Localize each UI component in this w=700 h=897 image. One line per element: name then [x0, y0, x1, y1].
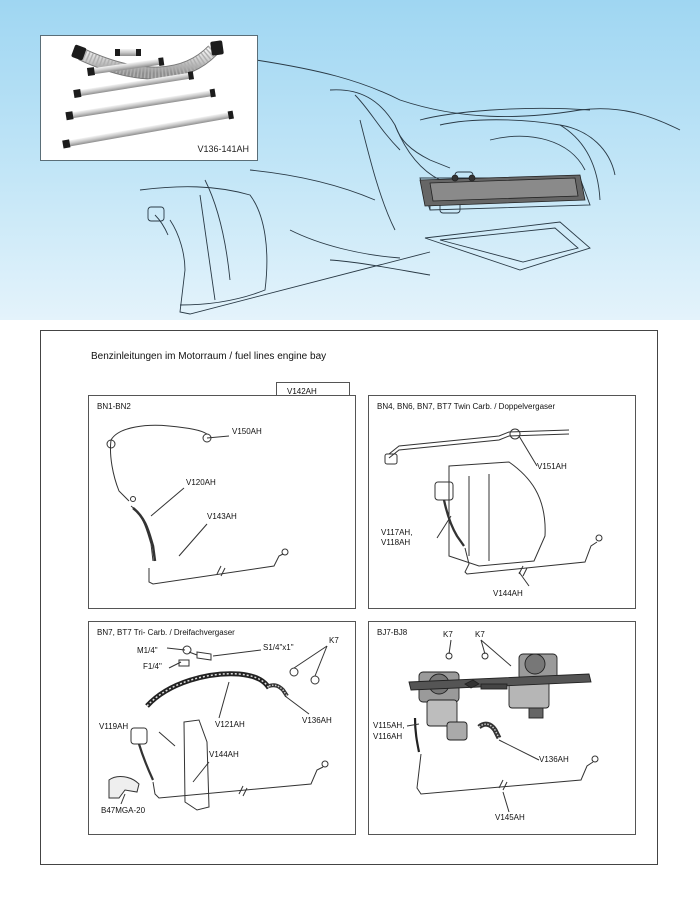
part-label-v120ah: V120AH — [186, 478, 216, 487]
part-label-m1-4: M1/4" — [137, 646, 158, 655]
fuel-lines-frame: Benzinleitungen im Motorraum / fuel line… — [40, 330, 658, 865]
part-label-v151ah: V151AH — [537, 462, 567, 471]
part-label-k7-right: K7 — [475, 630, 485, 639]
part-label-k7-left: K7 — [443, 630, 453, 639]
part-label-b47mga-20: B47MGA-20 — [101, 806, 146, 815]
part-label-v150ah: V150AH — [232, 427, 262, 436]
part-label-v121ah: V121AH — [215, 720, 245, 729]
bn4-line-drawing — [384, 428, 603, 587]
panel-bn1-bn2: BN1-BN2 V150AH V120AH V143AH — [88, 395, 356, 609]
part-label-v136ah: V136AH — [539, 755, 569, 764]
panel-title: BJ7-BJ8 — [377, 628, 408, 637]
panel-bn4-bn6: BN4, BN6, BN7, BT7 Twin Carb. / Doppelve… — [368, 395, 636, 609]
part-label-v144ah: V144AH — [209, 750, 239, 759]
part-label-v136ah: V136AH — [302, 716, 332, 725]
bj7-line-drawing — [406, 639, 599, 813]
part-label-v118ah: V118AH — [381, 538, 411, 547]
part-label-v116ah: V116AH — [373, 732, 403, 741]
panel-title: BN1-BN2 — [97, 402, 131, 411]
part-label-k7: K7 — [329, 636, 339, 645]
bn7-line-drawing — [108, 645, 329, 811]
part-label-f1-4: F1/4" — [143, 662, 162, 671]
panel-title: BN4, BN6, BN7, BT7 Twin Carb. / Doppelve… — [377, 402, 556, 411]
panel-title: BN7, BT7 Tri- Carb. / Dreifachvergaser — [97, 628, 235, 637]
part-label-v115ah: V115AH, — [373, 721, 405, 730]
section-title: Benzinleitungen im Motorraum / fuel line… — [91, 351, 327, 362]
panel-bn7-bt7-tri-carb: BN7, BT7 Tri- Carb. / Dreifachvergaser — [88, 621, 356, 835]
braided-hoses-image — [62, 40, 234, 149]
photo-caption: V136-141AH — [197, 144, 249, 154]
hose-photo: V136-141AH — [40, 35, 258, 161]
part-label-v143ah: V143AH — [207, 512, 237, 521]
part-label-s1-4x1: S1/4"x1" — [263, 643, 294, 652]
part-label-v145ah: V145AH — [495, 813, 525, 822]
part-label-v117ah: V117AH, — [381, 528, 413, 537]
bn1-line-drawing — [106, 424, 289, 585]
part-label-v144ah: V144AH — [493, 589, 523, 598]
part-label-v119ah: V119AH — [99, 722, 129, 731]
part-label-v142ah: V142AH — [287, 387, 317, 396]
panel-bj7-bj8: BJ7-BJ8 — [368, 621, 636, 835]
car-body-line-drawing — [139, 59, 681, 315]
